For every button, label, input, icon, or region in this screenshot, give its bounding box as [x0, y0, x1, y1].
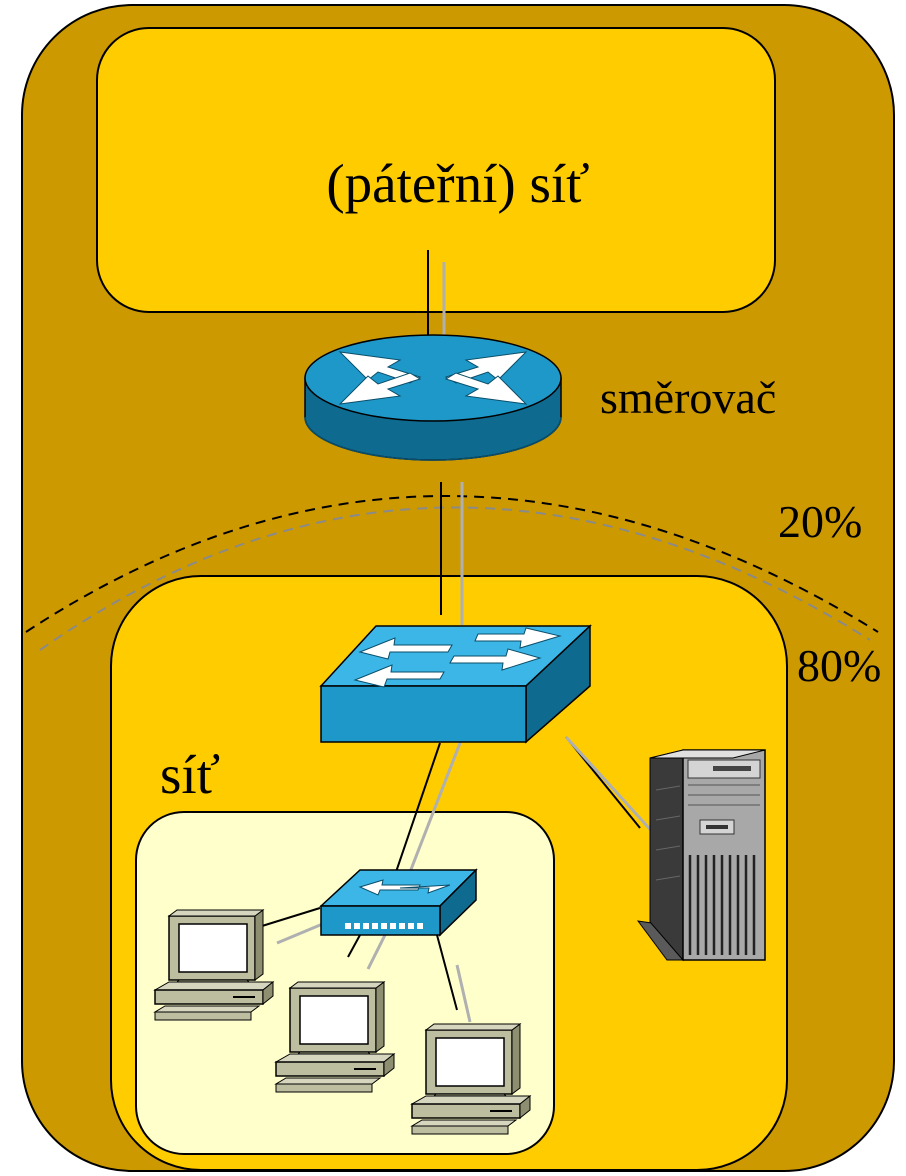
traffic-boundary-dashed-black — [25, 495, 879, 633]
lan-label: síť — [160, 744, 220, 805]
pc-icon — [153, 909, 275, 1021]
switch-hub-link-gray — [408, 737, 464, 873]
hub-pc1-link-black — [261, 907, 321, 927]
hub-pc2-link-black — [347, 934, 361, 958]
traffic-percent-top: 20% — [778, 496, 862, 547]
pc-icon — [274, 981, 396, 1093]
pc-icon — [410, 1023, 532, 1135]
backbone-network-box — [96, 27, 776, 313]
backbone-network-label: (páteřní) síť — [326, 153, 589, 214]
switch-server-link-gray — [564, 735, 660, 840]
traffic-percent-bottom: 80% — [797, 640, 881, 691]
traffic-boundary-dashed-gray — [39, 506, 871, 651]
switch-hub-link-black — [395, 742, 441, 873]
hub-pc3-link-black — [436, 934, 458, 1011]
router-label: směrovač — [600, 372, 776, 423]
router-icon — [304, 334, 562, 461]
hub-pc1-link-gray — [276, 921, 326, 945]
hub-icon — [319, 868, 478, 937]
server-icon — [636, 749, 766, 962]
hub-pc2-link-gray — [366, 934, 387, 970]
workgroup-switch-icon — [319, 624, 592, 744]
hub-pc3-link-gray — [455, 964, 472, 1023]
